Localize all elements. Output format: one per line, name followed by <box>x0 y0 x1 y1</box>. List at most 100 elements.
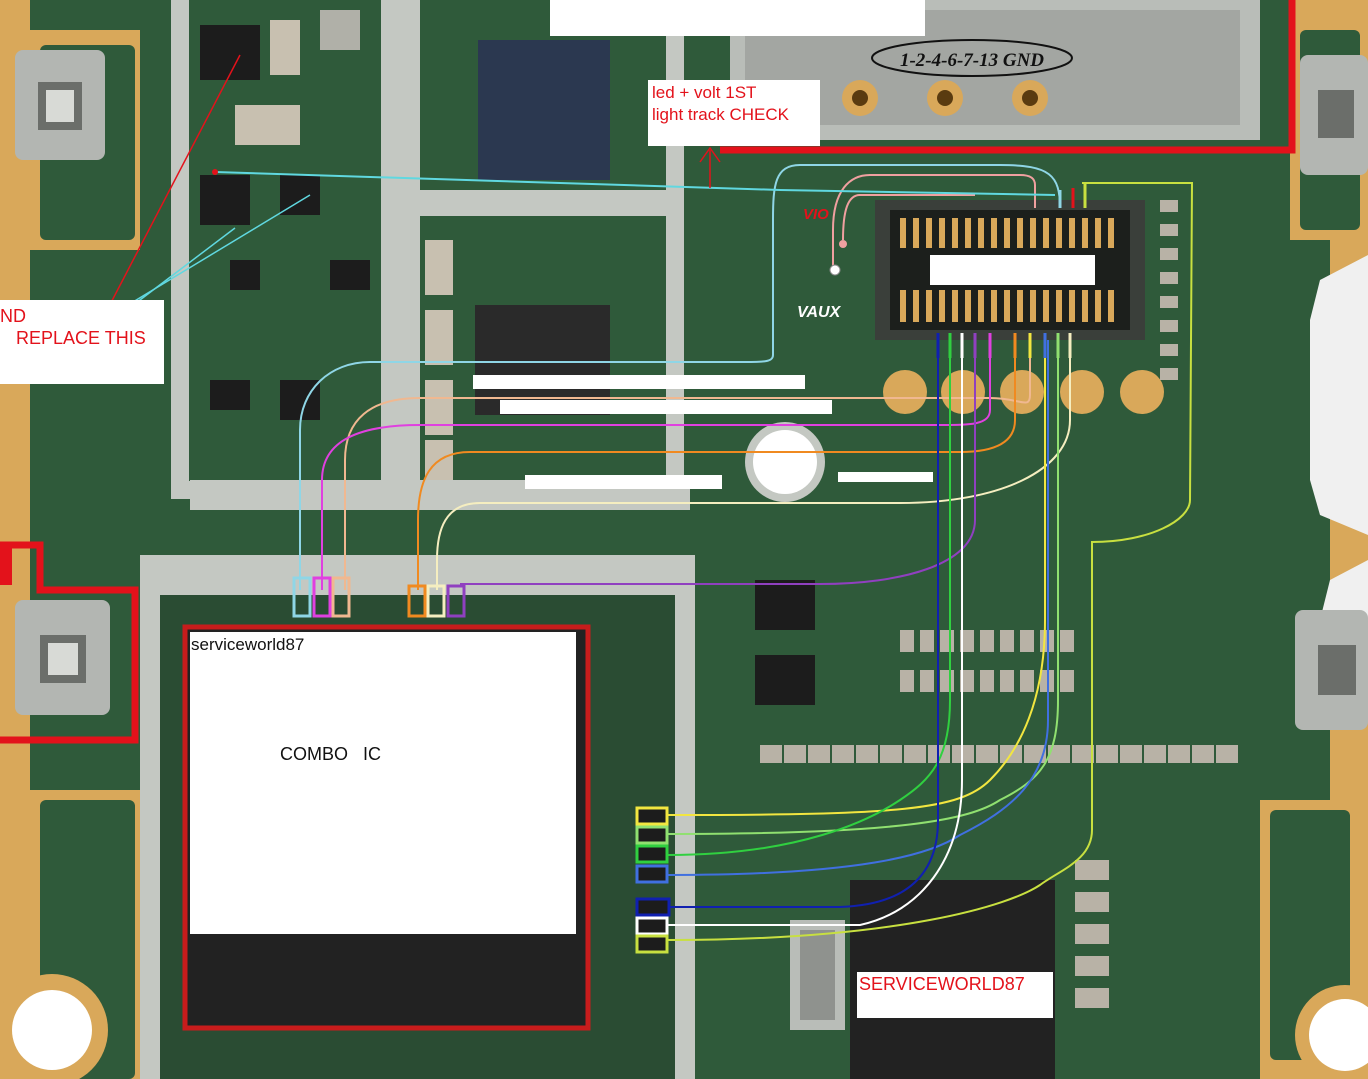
serviceworld-watermark: SERVICEWORLD87 <box>857 972 1053 1018</box>
smd-component <box>760 745 782 763</box>
connector-pin <box>900 218 906 248</box>
vio-label: VIO <box>803 206 829 223</box>
connector-pin <box>952 218 958 248</box>
ic-chip <box>755 655 815 705</box>
connector-pin <box>991 290 997 322</box>
mounting-hole <box>0 974 1368 1079</box>
smd-component <box>1000 670 1014 692</box>
connector-pin <box>926 290 932 322</box>
connector-pin <box>965 290 971 322</box>
connector-pins <box>900 218 1114 322</box>
smd-component <box>1144 745 1166 763</box>
combo-ic-title: COMBO IC <box>280 744 382 764</box>
smd-component <box>1160 344 1178 356</box>
smd-component <box>1075 956 1109 976</box>
smd-component <box>1075 892 1109 912</box>
trace-lines <box>214 164 1194 941</box>
smd-component <box>904 745 926 763</box>
connector-pin <box>978 218 984 248</box>
redaction-bar <box>473 0 933 489</box>
smd-component <box>808 745 830 763</box>
smd-component <box>960 670 974 692</box>
smd-component <box>1060 670 1074 692</box>
replace-this-label: REPLACE THIS <box>16 328 146 348</box>
red-highlight-frame <box>0 0 1296 744</box>
connector-pin <box>1043 218 1049 248</box>
smd-component <box>900 670 914 692</box>
smd-components <box>760 200 1238 1008</box>
smd-component <box>1192 745 1214 763</box>
smd-component <box>832 745 854 763</box>
led-volt-line1: led + volt 1ST <box>652 83 757 102</box>
connector-pin <box>1004 290 1010 322</box>
smd-components <box>210 10 453 480</box>
smd-component <box>1120 745 1142 763</box>
test-pad <box>883 370 1164 414</box>
screw-hole <box>745 422 825 502</box>
connector-pin <box>1030 290 1036 322</box>
connector-pin <box>978 290 984 322</box>
smd-component <box>940 630 954 652</box>
smd-component <box>1160 224 1178 236</box>
smd-component <box>900 630 914 652</box>
replace-this-note: ND REPLACE THIS <box>0 300 164 384</box>
connector-pin <box>965 218 971 248</box>
connector-pin <box>1030 218 1036 248</box>
smd-component <box>1168 745 1190 763</box>
connector-pin <box>1004 218 1010 248</box>
connector-pin <box>1056 290 1062 322</box>
smd-component <box>1075 988 1109 1008</box>
connector-pin <box>1069 290 1075 322</box>
smd-component <box>1000 630 1014 652</box>
led-volt-note: led + volt 1ST light track CHECK <box>648 80 820 146</box>
smd-component <box>1024 745 1046 763</box>
gnd-oval <box>871 39 1073 77</box>
connector-pin <box>900 290 906 322</box>
smd-component <box>856 745 878 763</box>
connector-pin <box>991 218 997 248</box>
smd-component <box>1075 924 1109 944</box>
smd-component <box>976 745 998 763</box>
combo-ic-label-box: serviceworld87 COMBO IC <box>190 632 576 934</box>
smd-component <box>1160 296 1178 308</box>
smd-component <box>784 745 806 763</box>
connector-pin <box>1056 218 1062 248</box>
smd-component <box>980 670 994 692</box>
smd-component <box>1020 630 1034 652</box>
connector-pin <box>952 290 958 322</box>
smd-component <box>1160 248 1178 260</box>
connector-pin <box>926 218 932 248</box>
smd-component <box>920 630 934 652</box>
connector-pin <box>1108 290 1114 322</box>
connector-pin <box>913 218 919 248</box>
smd-component <box>920 670 934 692</box>
ic-chip <box>200 25 610 420</box>
smd-component <box>940 670 954 692</box>
connector-pin <box>1043 290 1049 322</box>
gnd-pins-label: 1-2-4-6-7-13 GND <box>900 50 1044 71</box>
smd-component <box>1160 368 1178 380</box>
smd-component <box>1160 320 1178 332</box>
side-switch <box>15 50 1368 730</box>
smd-component <box>1020 670 1034 692</box>
connector-pin <box>913 290 919 322</box>
smd-component <box>1075 860 1109 880</box>
connector-pin <box>1095 290 1101 322</box>
connector-pin <box>1108 218 1114 248</box>
serviceworld-label: SERVICEWORLD87 <box>859 974 1025 994</box>
smd-component <box>960 630 974 652</box>
vaux-label: VAUX <box>797 304 842 321</box>
smd-component <box>1072 745 1094 763</box>
connector-pin <box>1069 218 1075 248</box>
connector-pin <box>939 290 945 322</box>
pin-marker <box>936 183 1087 358</box>
smd-component <box>1216 745 1238 763</box>
combo-watermark: serviceworld87 <box>191 635 305 654</box>
smd-component <box>1096 745 1118 763</box>
connector-pin <box>1082 218 1088 248</box>
board-cutout <box>1310 255 1368 620</box>
connector-pin <box>1095 218 1101 248</box>
smd-component <box>1048 745 1070 763</box>
replace-left-fragment: ND <box>0 306 26 326</box>
